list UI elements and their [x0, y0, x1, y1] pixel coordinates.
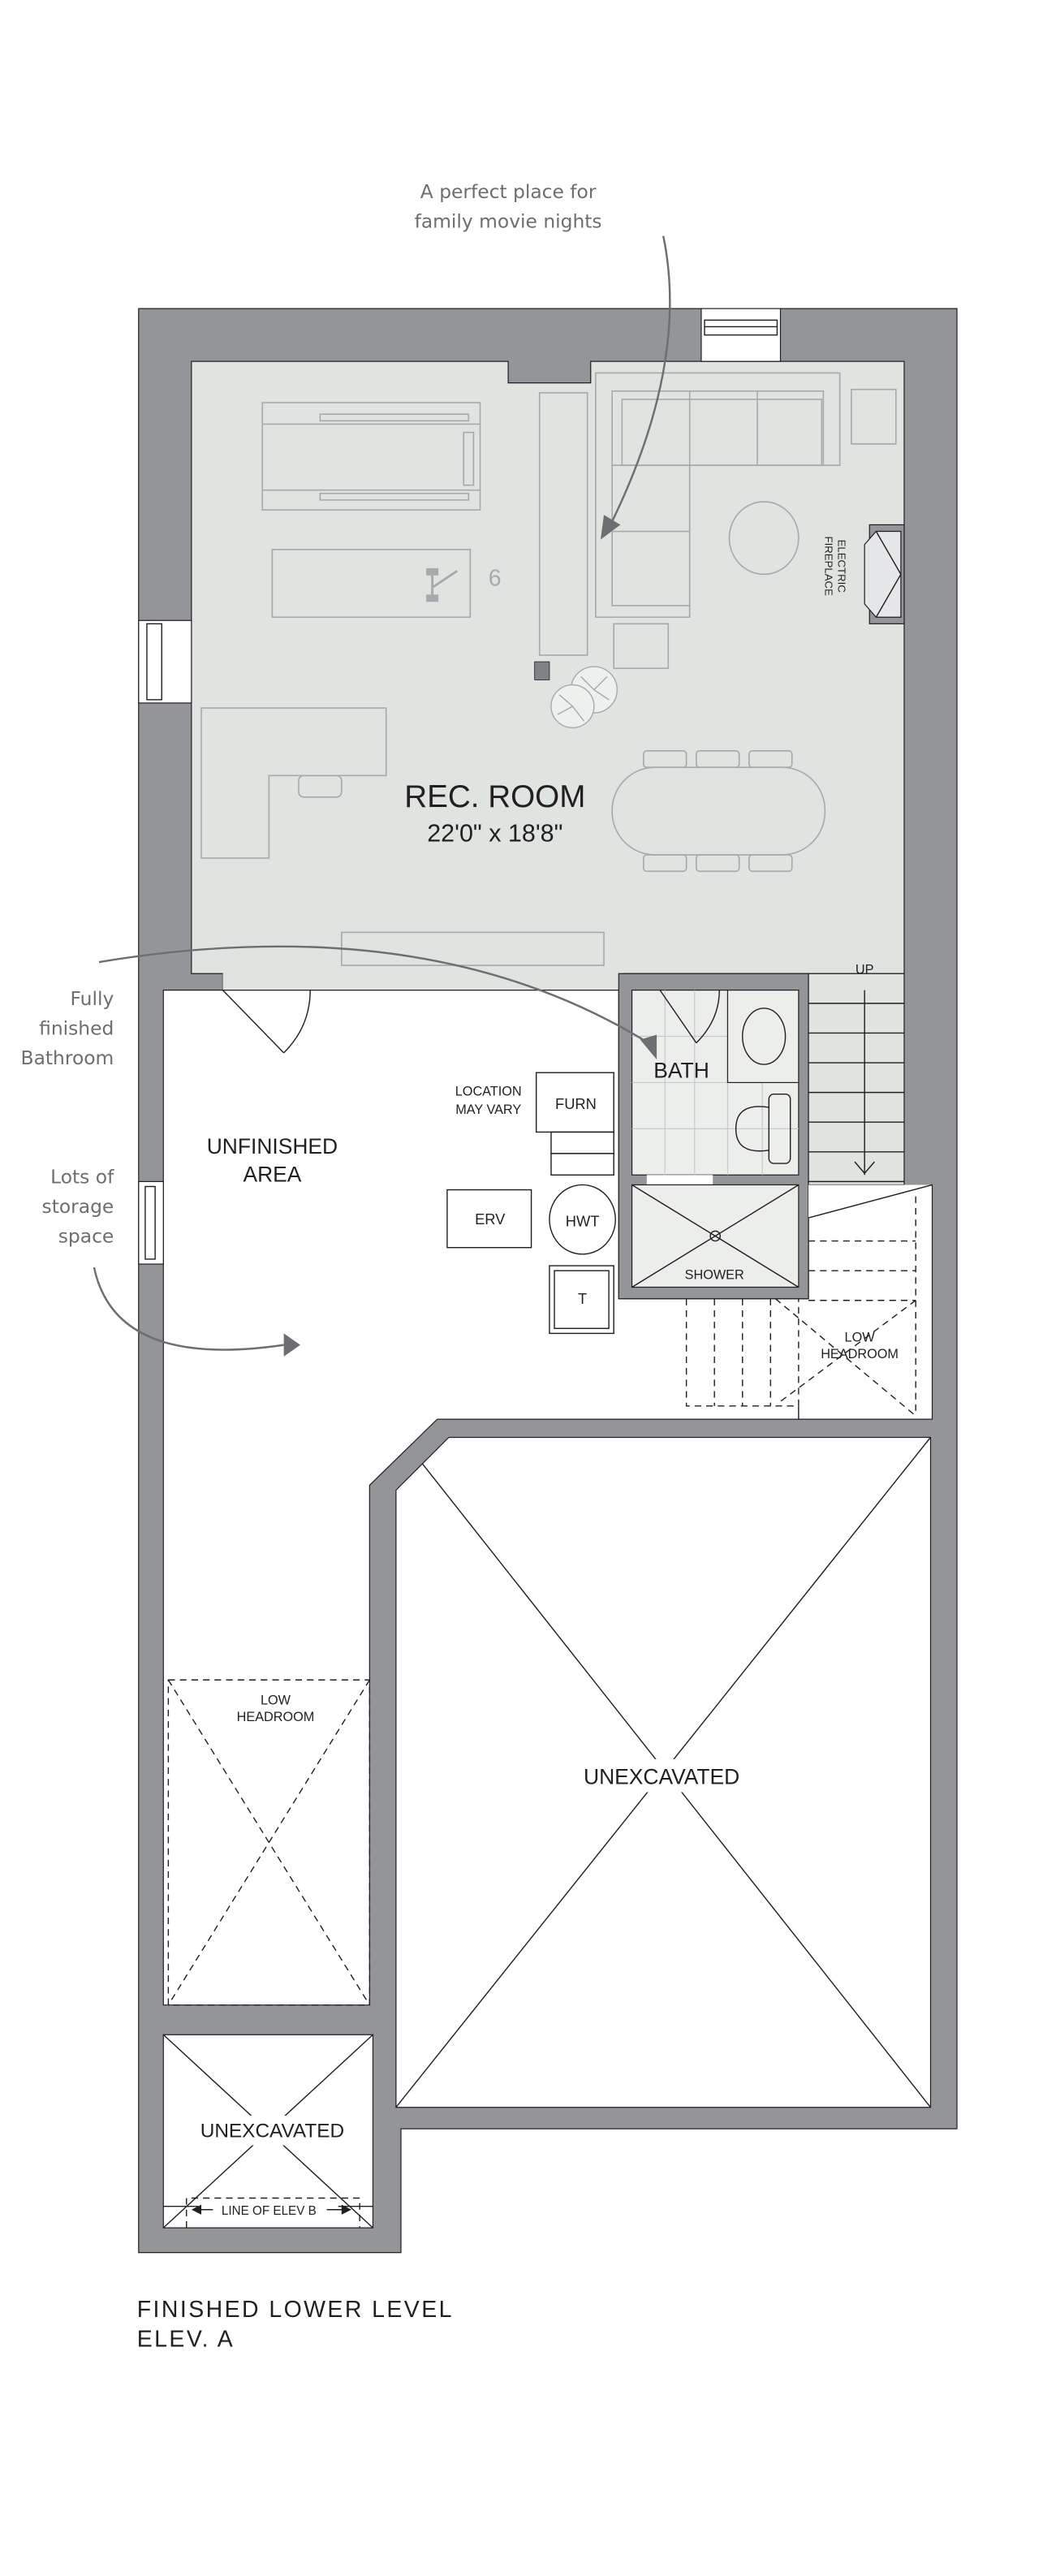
window-top: [700, 308, 782, 362]
sectional-sofa: [595, 372, 841, 619]
erv-unit: [446, 1189, 532, 1249]
hot-water-tank: [549, 1184, 616, 1255]
stair-arrow-icon: [854, 1161, 875, 1175]
location-note-1: LOCATION: [455, 1085, 522, 1099]
unexcavated-small-label: UNEXCAVATED: [200, 2120, 344, 2142]
annotation-bath-3: Bathroom: [21, 1046, 114, 1069]
plant-icon: [550, 666, 618, 729]
furniture: 6: [200, 372, 897, 966]
annotation-storage-1: Lots of: [50, 1165, 114, 1188]
annotation-movie-1: A perfect place for: [420, 180, 597, 203]
low-headroom-left: [167, 1679, 371, 2006]
stairs[interactable]: [808, 973, 933, 1219]
window-left: [138, 619, 192, 704]
unfinished-area-label-2: AREA: [243, 1162, 301, 1186]
low-headroom-stair-label-2: HEADROOM: [821, 1347, 899, 1361]
low-headroom-stair-area: [685, 1196, 916, 1420]
window-left-lower: [138, 1180, 164, 1265]
arrow-movie-icon: [600, 235, 671, 540]
door-bath[interactable]: [659, 990, 697, 1044]
bathroom: [631, 989, 800, 1185]
low-headroom-left-label-2: HEADROOM: [237, 1710, 315, 1724]
arrow-bath-icon: [98, 945, 657, 1059]
arrow-storage-icon: [93, 1266, 300, 1357]
annotation-storage-2: storage: [42, 1195, 114, 1218]
annotation-bath-2: finished: [39, 1016, 114, 1039]
plan-caption-elevation: ELEV. A: [137, 2326, 235, 2352]
line-of-elev-label: LINE OF ELEV B: [222, 2204, 317, 2218]
fireplace-label-2: FIREPLACE: [822, 537, 834, 597]
low-headroom-stair-label-1: LOW: [845, 1331, 876, 1345]
mechanical-equipment: [446, 1072, 616, 1335]
rec-room-size: 22'0" x 18'8": [427, 820, 562, 848]
unexcavated-large-label: UNEXCAVATED: [584, 1764, 739, 1789]
door-rec-room[interactable]: [222, 990, 311, 1054]
annotation-movie-2: family movie nights: [415, 210, 602, 233]
dining-table: [611, 750, 826, 873]
bath-label: BATH: [653, 1058, 709, 1082]
fireplace-label-1: ELECTRIC: [836, 540, 848, 593]
shower: [631, 1184, 800, 1288]
annotation-bath-1: Fully: [71, 987, 114, 1010]
dumbbell-icon: [426, 567, 458, 602]
unexcavated-small: [162, 2034, 374, 2229]
stairs-up-label: UP: [856, 962, 874, 977]
shower-drain-icon: [709, 1230, 722, 1242]
location-note-2: MAY VARY: [455, 1102, 521, 1117]
tank: [549, 1265, 614, 1335]
kettlebell-icon: 6: [489, 566, 502, 592]
unfinished-area-label-1: UNFINISHED: [207, 1134, 338, 1159]
vanity: [726, 989, 800, 1084]
erv-label: ERV: [475, 1210, 506, 1228]
annotation-storage-3: space: [58, 1225, 114, 1248]
side-table: [851, 388, 897, 445]
tank-label: T: [578, 1290, 587, 1307]
sink-icon: [742, 1008, 787, 1065]
tv-console: [538, 391, 588, 656]
bed: [261, 402, 481, 511]
electric-fireplace: [864, 524, 905, 624]
end-table: [613, 623, 670, 670]
round-ottoman: [728, 501, 800, 576]
l-desk: [200, 707, 387, 859]
speaker: [534, 661, 550, 680]
toilet-icon: [735, 1093, 791, 1164]
shower-label: SHOWER: [685, 1267, 744, 1282]
hwt-label: HWT: [566, 1212, 600, 1229]
furnace-label: FURN: [555, 1095, 597, 1112]
workout-bench: [271, 549, 472, 619]
plan-caption-title: FINISHED LOWER LEVEL: [137, 2297, 454, 2323]
desk-chair: [298, 775, 343, 798]
rec-room-title: REC. ROOM: [404, 779, 585, 814]
low-headroom-left-label-1: LOW: [261, 1694, 291, 1708]
